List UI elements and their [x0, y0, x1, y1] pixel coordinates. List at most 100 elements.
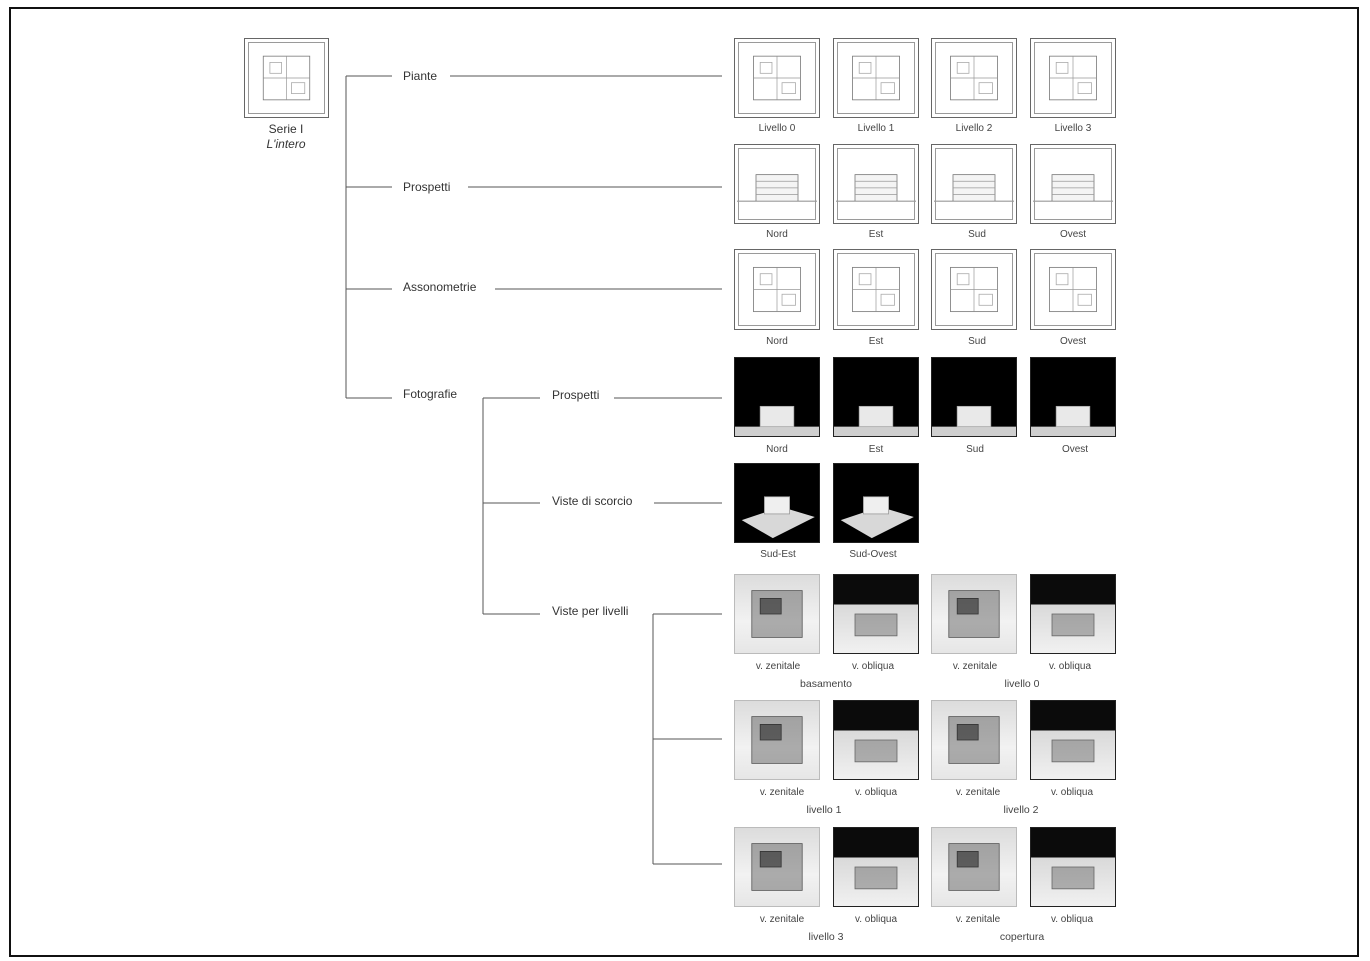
thumbnail-sketch: [737, 174, 817, 202]
caption-view-obliqua: v. obliqua: [851, 661, 895, 672]
thumbnail-sketch: [854, 613, 898, 637]
thumbnail-sketch: [854, 739, 898, 763]
caption-view-obliqua: v. obliqua: [854, 914, 898, 925]
branch-label-piante: Piante: [396, 69, 445, 83]
caption-assonometrie-3: Ovest: [1059, 336, 1087, 347]
photo-elevation-thumbnail: [833, 357, 919, 437]
elevation-thumbnail: [931, 144, 1017, 224]
thumbnail-sketch: [262, 55, 311, 101]
caption-view-zenitale: v. zenitale: [952, 661, 998, 672]
oblique-view-thumbnail: [1030, 827, 1116, 907]
oblique-view-thumbnail: [833, 827, 919, 907]
thumbnail-sketch: [751, 716, 803, 764]
oblique-view-thumbnail: [1030, 574, 1116, 654]
photo-elevation-thumbnail: [931, 357, 1017, 437]
caption-assonometrie-0: Nord: [766, 336, 788, 347]
caption-prospetti-3: Ovest: [1059, 229, 1087, 240]
thumbnail-sketch: [1051, 613, 1095, 637]
thumbnail-sketch: [948, 716, 1000, 764]
photo-elevation-thumbnail: [734, 357, 820, 437]
thumbnail-sketch: [840, 496, 914, 539]
group-label-copertura: copertura: [999, 931, 1045, 943]
plan-thumbnail: [833, 38, 919, 118]
group-label-livello-1: livello 1: [806, 804, 842, 816]
series-thumbnail: [244, 38, 329, 118]
caption-prospetti-2: Sud: [968, 229, 986, 240]
elevation-thumbnail: [734, 144, 820, 224]
zenithal-view-thumbnail: [931, 700, 1017, 780]
caption-piante-1: Livello 1: [857, 123, 895, 134]
thumbnail-sketch: [741, 496, 815, 539]
photo-elevation-thumbnail: [1030, 357, 1116, 437]
photo-perspective-thumbnail: [734, 463, 820, 543]
branch-label-prospetti: Prospetti: [396, 180, 458, 194]
plan-thumbnail: [734, 38, 820, 118]
thumbnail-sketch: [753, 266, 801, 313]
thumbnail-sketch: [854, 866, 898, 890]
thumbnail-sketch: [950, 266, 998, 313]
caption-view-obliqua: v. obliqua: [1050, 914, 1094, 925]
branch-label-livelli: Viste per livelli: [545, 604, 636, 618]
thumbnail-sketch: [932, 405, 1016, 436]
elevation-thumbnail: [833, 144, 919, 224]
thumbnail-sketch: [1051, 866, 1095, 890]
zenithal-view-thumbnail: [734, 827, 820, 907]
oblique-view-thumbnail: [1030, 700, 1116, 780]
thumbnail-sketch: [1031, 405, 1115, 436]
caption-scorcio-0: Sud-Est: [760, 549, 796, 560]
branch-label-assonometrie: Assonometrie: [396, 280, 484, 294]
thumbnail-sketch: [934, 174, 1014, 202]
thumbnail-sketch: [852, 55, 900, 101]
thumbnail-sketch: [1033, 174, 1113, 202]
caption-piante-0: Livello 0: [758, 123, 796, 134]
oblique-view-thumbnail: [833, 574, 919, 654]
caption-scorcio-1: Sud-Ovest: [849, 549, 897, 560]
group-label-livello-0: livello 0: [1004, 678, 1040, 690]
branch-label-foto-prospetti: Prospetti: [545, 388, 607, 402]
caption-view-obliqua: v. obliqua: [1050, 787, 1094, 798]
thumbnail-sketch: [751, 843, 803, 891]
thumbnail-sketch: [852, 266, 900, 313]
plan-thumbnail: [931, 38, 1017, 118]
zenithal-view-thumbnail: [931, 827, 1017, 907]
series-subtitle: L'intero: [266, 137, 306, 151]
group-label-livello-3: livello 3: [808, 931, 844, 943]
caption-prospetti-0: Nord: [766, 229, 788, 240]
zenithal-view-thumbnail: [734, 574, 820, 654]
axonometry-thumbnail: [833, 249, 919, 330]
thumbnail-sketch: [1049, 55, 1097, 101]
thumbnail-sketch: [948, 843, 1000, 891]
group-label-livello-2: livello 2: [1003, 804, 1039, 816]
thumbnail-sketch: [948, 590, 1000, 638]
plan-thumbnail: [1030, 38, 1116, 118]
thumbnail-sketch: [753, 55, 801, 101]
thumbnail-sketch: [950, 55, 998, 101]
axonometry-thumbnail: [1030, 249, 1116, 330]
caption-foto-prospetti-1: Est: [868, 444, 884, 455]
photo-perspective-thumbnail: [833, 463, 919, 543]
elevation-thumbnail: [1030, 144, 1116, 224]
caption-view-zenitale: v. zenitale: [759, 787, 805, 798]
page-frame: [9, 7, 1359, 957]
axonometry-thumbnail: [734, 249, 820, 330]
caption-assonometrie-1: Est: [868, 336, 884, 347]
caption-piante-3: Livello 3: [1054, 123, 1092, 134]
oblique-view-thumbnail: [833, 700, 919, 780]
caption-view-zenitale: v. zenitale: [955, 914, 1001, 925]
thumbnail-sketch: [735, 405, 819, 436]
caption-view-obliqua: v. obliqua: [1048, 661, 1092, 672]
caption-view-obliqua: v. obliqua: [854, 787, 898, 798]
caption-view-zenitale: v. zenitale: [755, 661, 801, 672]
thumbnail-sketch: [751, 590, 803, 638]
caption-foto-prospetti-0: Nord: [766, 444, 788, 455]
caption-foto-prospetti-3: Ovest: [1061, 444, 1089, 455]
thumbnail-sketch: [834, 405, 918, 436]
thumbnail-sketch: [1051, 739, 1095, 763]
caption-assonometrie-2: Sud: [968, 336, 986, 347]
caption-view-zenitale: v. zenitale: [759, 914, 805, 925]
group-label-basamento: basamento: [800, 678, 852, 690]
caption-view-zenitale: v. zenitale: [955, 787, 1001, 798]
series-title: Serie I: [268, 122, 304, 136]
thumbnail-sketch: [1049, 266, 1097, 313]
